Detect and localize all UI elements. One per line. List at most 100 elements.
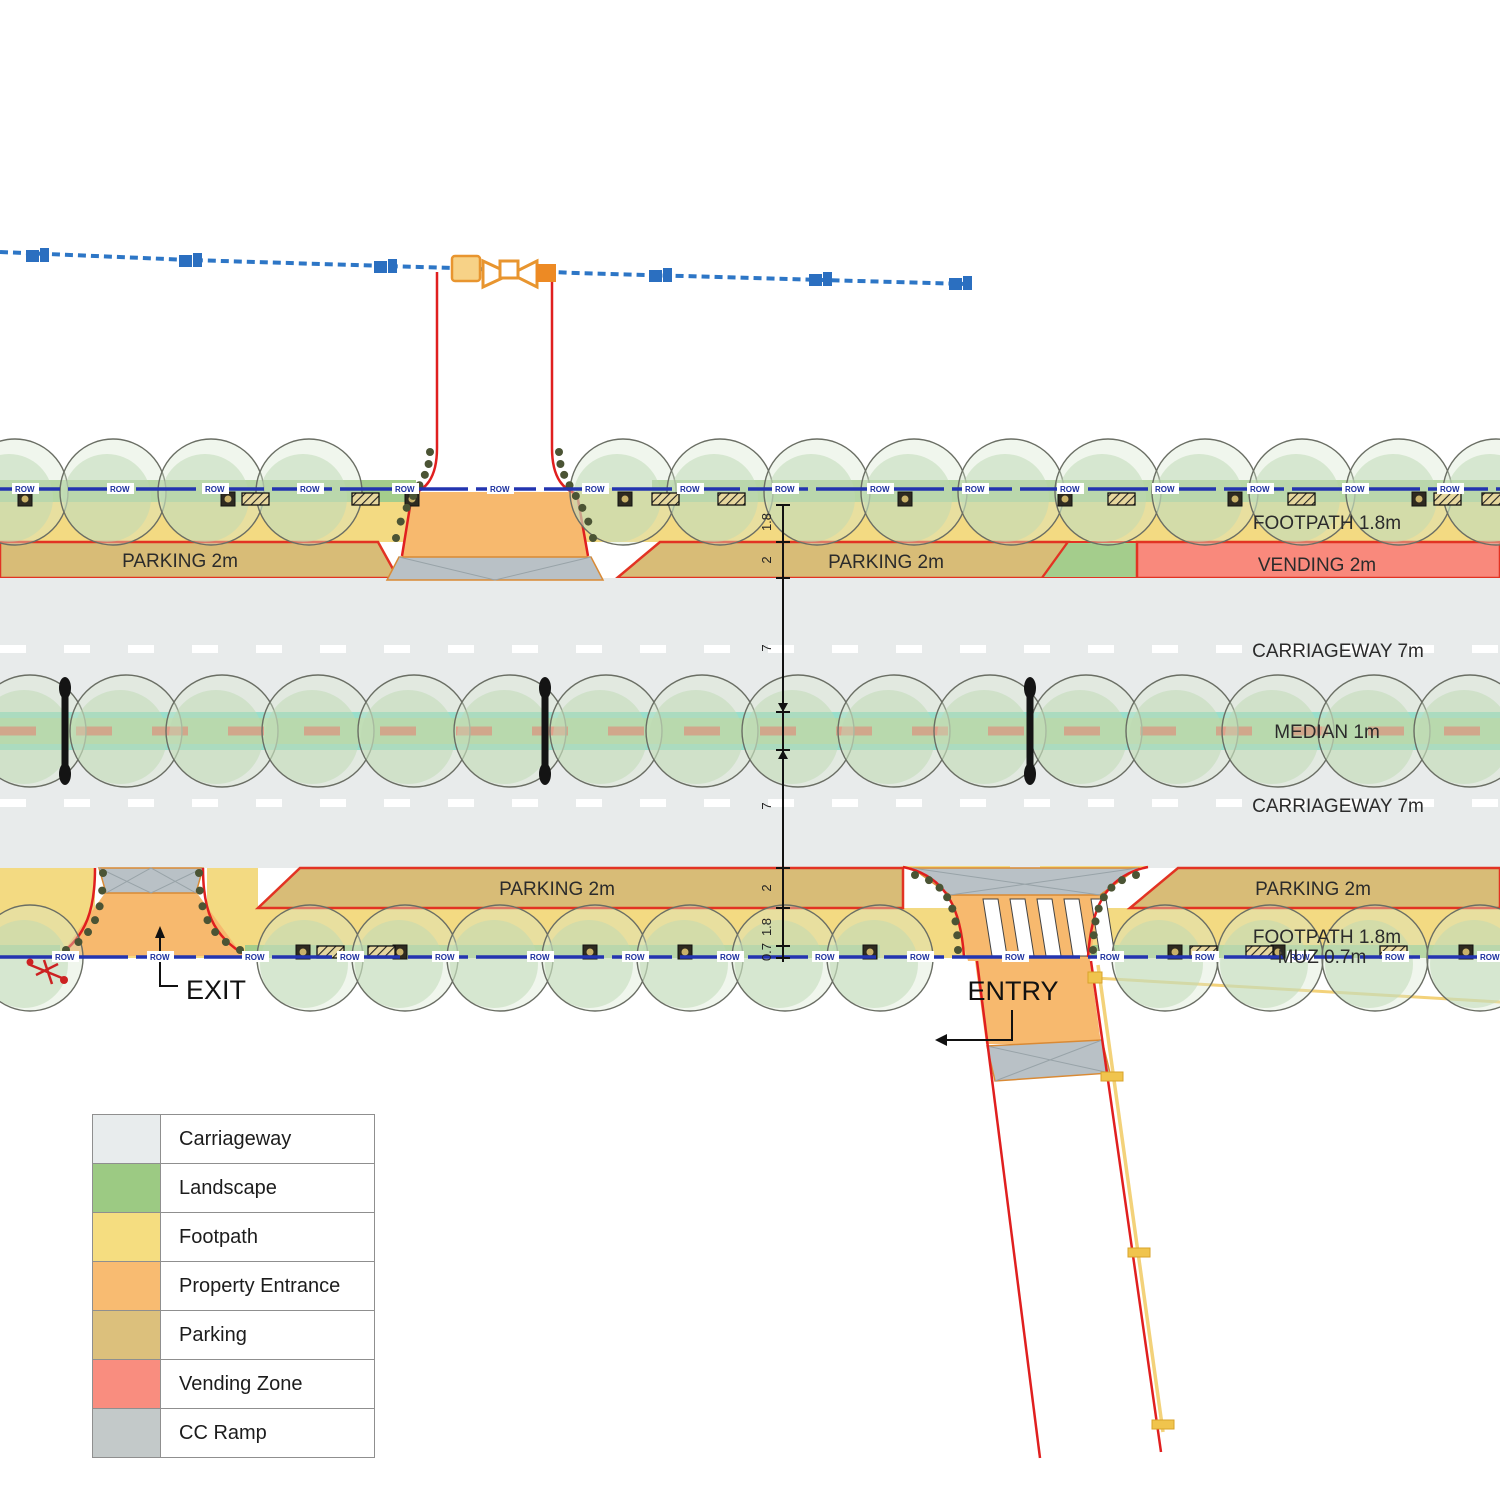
row-label-bg xyxy=(392,483,419,494)
bench-icon xyxy=(1433,492,1462,506)
row-label-text: ROW xyxy=(150,953,170,962)
row-label-text: ROW xyxy=(1155,485,1175,494)
row-label-bg xyxy=(907,951,934,962)
legend-label: Vending Zone xyxy=(179,1372,303,1395)
entry-ramp-diagonals xyxy=(911,867,1139,896)
bench-icon xyxy=(717,492,746,506)
legend-label: Property Entrance xyxy=(179,1274,341,1297)
marker xyxy=(179,253,202,267)
tree-shade xyxy=(260,920,348,1008)
tree-shade xyxy=(649,690,743,784)
row-label-text: ROW xyxy=(55,953,75,962)
tree-pit-circle xyxy=(21,495,29,503)
curb-dot xyxy=(91,916,99,925)
dim-carriageway-bottom: 7 xyxy=(759,802,774,809)
exit-entrance xyxy=(57,867,248,987)
entry-cc-ramp xyxy=(909,867,1141,896)
label-parking-top-left: PARKING 2m xyxy=(122,551,238,572)
row-label-bg xyxy=(1477,951,1500,962)
dim-footpath-bottom: 1.8 xyxy=(759,918,774,936)
row-label-bg xyxy=(1152,483,1179,494)
curb-dot xyxy=(198,902,207,911)
vending-zone-band xyxy=(1135,540,1500,580)
row-label-text: ROW xyxy=(490,485,510,494)
band-labels: FOOTPATH 1.8m PARKING 2m PARKING 2m VEND… xyxy=(122,513,1424,1006)
tree-pit-circle xyxy=(396,948,404,956)
row-label-bg xyxy=(242,951,269,962)
legend-label: Carriageway xyxy=(179,1127,292,1150)
row-label-text: ROW xyxy=(1060,485,1080,494)
tree-shade xyxy=(670,454,758,542)
row-label-text: ROW xyxy=(1250,485,1270,494)
label-parking-bottom-left: PARKING 2m xyxy=(499,879,615,900)
bench-icon xyxy=(351,492,380,506)
row-label-text: ROW xyxy=(300,485,320,494)
exit-ramp-diagonals xyxy=(98,867,204,894)
curb-dot xyxy=(424,460,433,469)
curb-dot xyxy=(1107,883,1116,892)
tree-canopy xyxy=(69,674,183,788)
row-label-text: ROW xyxy=(1440,485,1460,494)
legend-label: Landscape xyxy=(179,1176,277,1199)
row-label-text: ROW xyxy=(395,485,415,494)
legend-row: Carriageway xyxy=(93,1115,374,1164)
bench-icon xyxy=(1107,492,1136,506)
row-label-bg xyxy=(1247,483,1274,494)
tree-canopy xyxy=(549,674,663,788)
row-label-text: ROW xyxy=(205,485,225,494)
utility-line-blue xyxy=(0,250,966,286)
curb-dot xyxy=(1089,946,1097,954)
curb-dot xyxy=(1132,871,1140,879)
row-label-text: ROW xyxy=(815,953,835,962)
entry-driveway-edge-left xyxy=(975,960,1042,1459)
row-label-bg xyxy=(1382,951,1409,962)
tree-pit-circle xyxy=(299,948,307,956)
footpath-patch-right-of-exit xyxy=(207,868,258,908)
row-label-bg xyxy=(147,951,174,962)
pole xyxy=(1024,677,1036,785)
curb-dot xyxy=(555,448,563,456)
tree-pit-circle xyxy=(901,495,909,503)
tree-shade xyxy=(640,920,728,1008)
tree-shade xyxy=(265,690,359,784)
tree-shade xyxy=(1129,690,1223,784)
row-label-bg xyxy=(487,483,514,494)
curb-dot xyxy=(396,517,405,526)
row-lines: ROW ROW ROW ROW ROW ROW ROW ROW ROW ROW ROW ROW ROW R… xyxy=(0,483,1500,964)
curb-dot xyxy=(953,931,962,940)
tree-shade xyxy=(0,920,68,1008)
row-label-bg xyxy=(337,951,364,962)
row-label-text: ROW xyxy=(245,953,265,962)
marker xyxy=(809,272,832,286)
curb-dot xyxy=(392,534,400,542)
legend-row: Parking xyxy=(93,1311,374,1360)
tree-pit-circle xyxy=(621,495,629,503)
row-label-bg xyxy=(1437,483,1464,494)
marker xyxy=(649,268,672,282)
label-footpath-bottom: FOOTPATH 1.8m xyxy=(1253,927,1401,948)
row-label-bg xyxy=(622,951,649,962)
tree-pit-circle xyxy=(224,495,232,503)
utility-line-yellow-driveway xyxy=(1096,964,1165,1433)
tree-shade xyxy=(553,690,647,784)
median-edge-top xyxy=(0,712,1500,718)
legend-swatch xyxy=(93,1311,161,1359)
row-label-text: ROW xyxy=(1290,953,1310,962)
row-label-text: ROW xyxy=(340,953,360,962)
row-label-bg xyxy=(772,483,799,494)
legend-row: Property Entrance xyxy=(93,1262,374,1311)
row-label-bg xyxy=(107,483,134,494)
tree-pit-circle xyxy=(1274,948,1282,956)
tree-canopy xyxy=(1413,674,1500,788)
label-parking-bottom-right: PARKING 2m xyxy=(1255,879,1371,900)
curb-dot xyxy=(1118,876,1127,885)
tree-pit-circle xyxy=(586,948,594,956)
label-vending: VENDING 2m xyxy=(1258,555,1376,576)
dim-muz: 0.7 xyxy=(759,943,774,961)
dimension-labels: 1.8 2 7 7 2 1.8 0.7 xyxy=(759,513,774,961)
tree-shade xyxy=(161,454,249,542)
marker xyxy=(374,259,397,273)
